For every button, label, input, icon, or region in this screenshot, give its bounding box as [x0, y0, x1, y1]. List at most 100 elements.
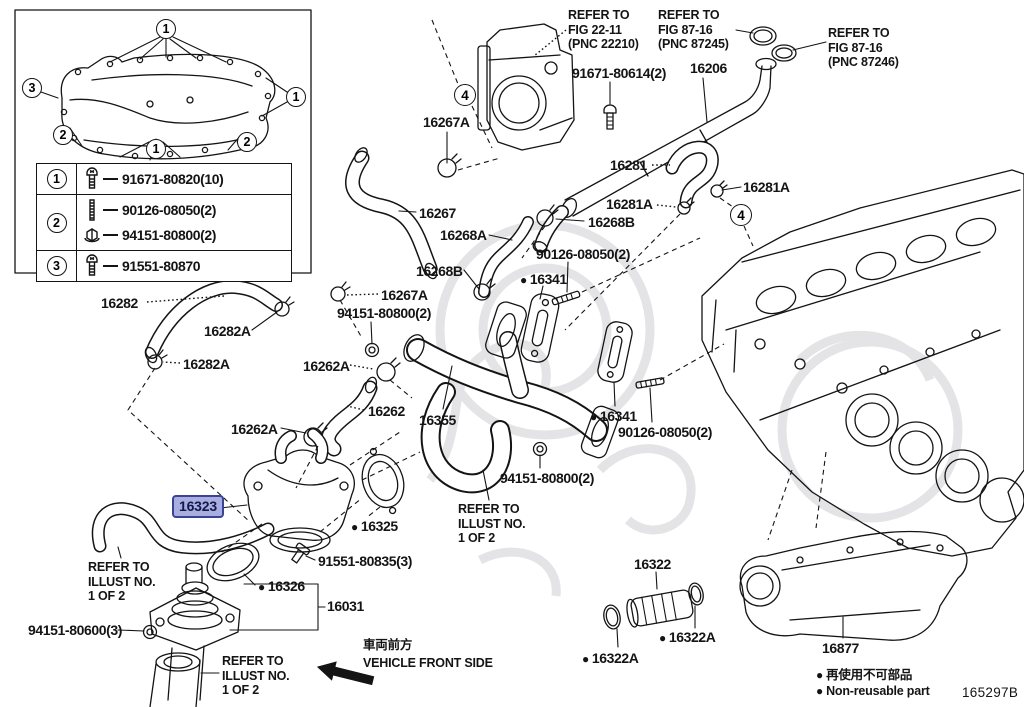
housing-16877-art — [739, 530, 968, 641]
hose-16282-art — [144, 279, 283, 364]
vehicle-front-arrow — [316, 661, 375, 686]
part-16282[interactable]: 16282 — [101, 295, 138, 311]
non-reusable-dot: ● — [258, 580, 265, 594]
part-16281-text: 16281 — [610, 157, 647, 173]
part-90126-low-text: 90126-08050(2) — [618, 424, 713, 440]
legend-parts-cell: 90126-08050(2) 94151-80800(2) — [77, 195, 291, 250]
part-16281a-right-text: 16281A — [743, 179, 790, 195]
callout-4[interactable]: 4 — [730, 204, 752, 226]
non-reusable-dot: ● — [816, 684, 824, 698]
vehicle-front-jp: 車両前方 — [363, 638, 412, 653]
legend-part-number[interactable]: 91671-80820(10) — [122, 171, 224, 187]
callout-2[interactable]: 2 — [53, 125, 73, 145]
part-16355[interactable]: 16355 — [419, 412, 456, 428]
part-16268b-low[interactable]: 16268B — [416, 263, 463, 279]
legend-number-cell: 3 — [37, 251, 77, 281]
part-90126-low[interactable]: 90126-08050(2) — [618, 424, 712, 440]
refer-fig-87-16-a-text: REFER TO FIG 87-16 (PNC 87245) — [658, 8, 729, 51]
hose-16267-art — [345, 147, 438, 280]
part-16282a-low[interactable]: 16282A — [183, 356, 230, 372]
inset-callout-lines — [40, 36, 288, 161]
part-16325[interactable]: ●16325 — [351, 518, 398, 535]
legend-part-number[interactable]: 94151-80800(2) — [122, 227, 217, 243]
part-16323[interactable]: 16323 — [172, 495, 224, 518]
vehicle-front-en-text: VEHICLE FRONT SIDE — [363, 656, 493, 670]
part-16322a-left[interactable]: ●16322A — [582, 650, 639, 667]
part-16262a-up[interactable]: 16262A — [303, 358, 350, 374]
part-16206[interactable]: 16206 — [690, 60, 727, 76]
part-91671-80614[interactable]: 91671-80614(2) — [572, 65, 666, 81]
part-16268a-text: 16268A — [440, 227, 487, 243]
legend-parts-cell: 91551-80870 — [77, 251, 291, 281]
part-16341-top[interactable]: ●16341 — [520, 271, 567, 288]
refer-fig-87-16-b: REFER TO FIG 87-16 (PNC 87246) — [828, 26, 899, 70]
part-16341-top-text: 16341 — [529, 271, 567, 287]
part-16355-text: 16355 — [419, 412, 456, 428]
part-16326[interactable]: ●16326 — [258, 578, 305, 595]
part-16877[interactable]: 16877 — [822, 640, 859, 656]
callout-1[interactable]: 1 — [156, 19, 176, 39]
part-16282a-top[interactable]: 16282A — [204, 323, 251, 339]
part-16262[interactable]: 16262 — [368, 403, 405, 419]
refer-fig-22-11: REFER TO FIG 22-11 (PNC 22210) — [568, 8, 639, 52]
part-16262a-low-text: 16262A — [231, 421, 278, 437]
legend-leader-line — [103, 234, 118, 236]
part-16267-text: 16267 — [419, 205, 456, 221]
part-91551-80835[interactable]: 91551-80835(3) — [318, 553, 412, 569]
diagram-code: 165297B — [962, 685, 1018, 701]
part-16322[interactable]: 16322 — [634, 556, 671, 572]
part-94151-80800-low[interactable]: 94151-80800(2) — [500, 470, 594, 486]
callout-4[interactable]: 4 — [454, 84, 476, 106]
part-90126-top[interactable]: 90126-08050(2) — [536, 246, 630, 262]
part-94151-80600[interactable]: 94151-80600(3) — [28, 622, 122, 638]
part-16262-text: 16262 — [368, 403, 405, 419]
leader-lines — [117, 77, 844, 674]
part-16267[interactable]: 16267 — [419, 205, 456, 221]
part-94151-80800-low-text: 94151-80800(2) — [500, 470, 595, 486]
part-16267a-low[interactable]: 16267A — [381, 287, 428, 303]
part-16267a-low-text: 16267A — [381, 287, 428, 303]
part-16341-low[interactable]: ●16341 — [590, 408, 637, 425]
part-16281a-left-text: 16281A — [606, 196, 653, 212]
part-16031[interactable]: 16031 — [327, 598, 364, 614]
part-94151-80800-top-text: 94151-80800(2) — [337, 305, 432, 321]
refer-illust-left: REFER TO ILLUST NO. 1 OF 2 — [88, 560, 156, 604]
legend-number-cell: 1 — [37, 164, 77, 194]
part-16267a-top[interactable]: 16267A — [423, 114, 470, 130]
part-16322a-right[interactable]: ●16322A — [659, 629, 716, 646]
water-outlet-16323-art — [243, 428, 355, 553]
legend-part-number[interactable]: 91551-80870 — [122, 258, 201, 274]
hose-16281-art — [665, 140, 719, 209]
non-reusable-dot: ● — [659, 631, 666, 645]
legend-row-3: 3 91551-80870 — [37, 250, 291, 281]
part-16282a-top-text: 16282A — [204, 323, 251, 339]
refer-illust-bottom-text: REFER TO ILLUST NO. 1 OF 2 — [222, 654, 290, 697]
part-94151-80800-top[interactable]: 94151-80800(2) — [337, 305, 431, 321]
bolt-icon — [86, 167, 98, 189]
refer-illust-bottom: REFER TO ILLUST NO. 1 OF 2 — [222, 654, 290, 698]
non-reusable-dot: ● — [590, 410, 597, 424]
part-16877-text: 16877 — [822, 640, 859, 656]
part-16268b-top[interactable]: 16268B — [588, 214, 635, 230]
part-16262a-up-text: 16262A — [303, 358, 350, 374]
callout-2[interactable]: 2 — [237, 132, 257, 152]
part-16281[interactable]: 16281 — [610, 157, 647, 173]
legend-leader-line — [103, 265, 118, 267]
throttle-body-art — [477, 23, 575, 151]
bolt-91671-80614-art — [603, 104, 617, 130]
part-16268a[interactable]: 16268A — [440, 227, 487, 243]
part-16262a-low[interactable]: 16262A — [231, 421, 278, 437]
callout-3[interactable]: 3 — [22, 78, 42, 98]
legend-entry: 90126-08050(2) — [83, 198, 285, 222]
callout-1[interactable]: 1 — [146, 139, 166, 159]
non-reusable-dot: ● — [351, 520, 358, 534]
refer-fig-87-16-b-text: REFER TO FIG 87-16 (PNC 87246) — [828, 26, 899, 69]
part-16281a-right[interactable]: 16281A — [743, 179, 790, 195]
legend-part-number[interactable]: 90126-08050(2) — [122, 202, 217, 218]
legend-leader-line — [103, 178, 118, 180]
part-16323-text: 16323 — [179, 498, 217, 514]
callout-1[interactable]: 1 — [286, 87, 306, 107]
non-reusable-dot: ● — [816, 668, 824, 682]
refer-fig-22-11-text: REFER TO FIG 22-11 (PNC 22210) — [568, 8, 639, 51]
part-16281a-left[interactable]: 16281A — [606, 196, 653, 212]
